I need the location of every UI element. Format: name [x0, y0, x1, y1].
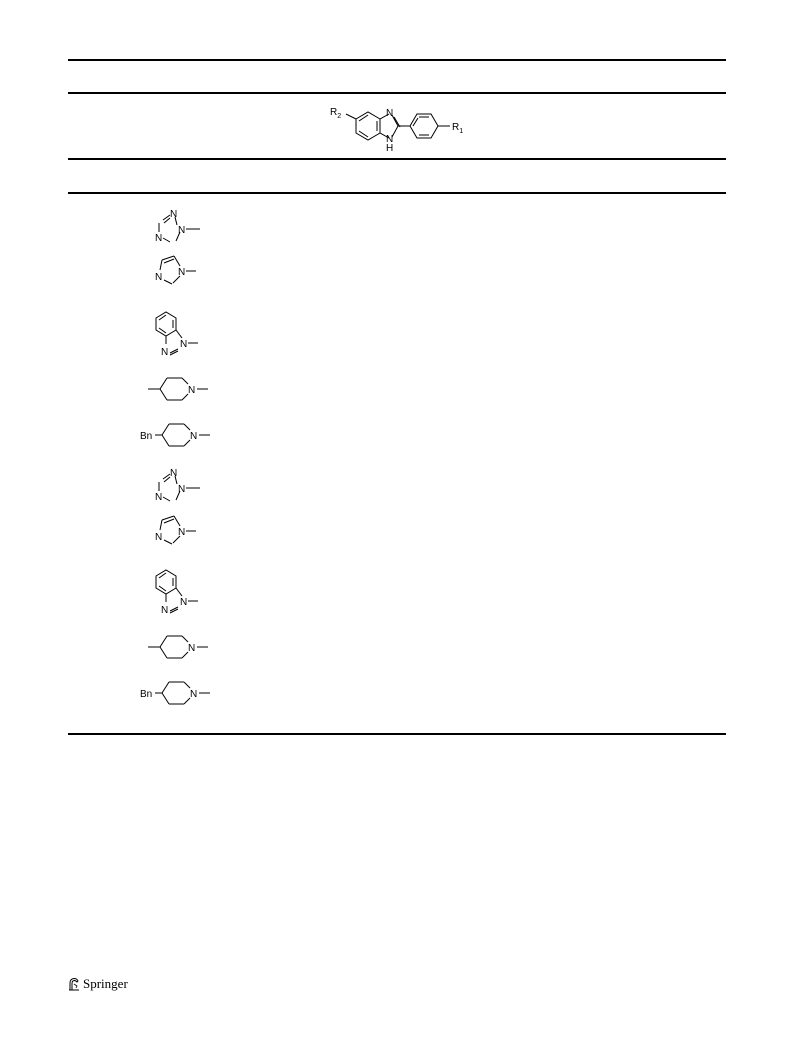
- atom-n: N: [155, 272, 162, 283]
- table-top-rule: [68, 59, 726, 61]
- atom-n: N: [180, 597, 187, 608]
- row-8-benzimidazole-structure: N N: [155, 569, 198, 616]
- page-footer: Springer: [68, 976, 128, 992]
- nh-h-label: H: [386, 143, 393, 154]
- row-10-benzylpiperidine-structure: Bn N: [140, 681, 210, 705]
- atom-n: N: [161, 605, 168, 616]
- table-header-rule: [68, 92, 726, 94]
- table-body-rule: [68, 192, 726, 194]
- row-2-imidazole-structure: N N: [155, 255, 196, 285]
- atom-n: N: [178, 484, 185, 495]
- atom-n: N: [178, 225, 185, 236]
- atom-n: N: [178, 527, 185, 538]
- row-4-methylpiperidine-structure: N: [148, 377, 208, 401]
- atom-n: N: [190, 689, 197, 700]
- atom-n: N: [161, 347, 168, 358]
- atom-n: N: [178, 267, 185, 278]
- n3-label: N: [386, 108, 393, 119]
- atom-n: N: [188, 643, 195, 654]
- row-9-methylpiperidine-structure: N: [148, 635, 208, 659]
- row-5-benzylpiperidine-structure: Bn N: [140, 423, 210, 447]
- atom-n: N: [155, 532, 162, 543]
- atom-n: N: [170, 468, 177, 479]
- atom-n: N: [190, 431, 197, 442]
- benzimidazole-scaffold: R2 N N H R1: [330, 107, 463, 154]
- table-bottom-rule: [68, 733, 726, 735]
- row-7-imidazole-structure: N N: [155, 515, 196, 545]
- nh-n-label: N: [386, 134, 393, 145]
- row-1-triazole-structure: N N N: [155, 209, 200, 244]
- atom-n: N: [155, 492, 162, 503]
- atom-n: N: [155, 233, 162, 244]
- row-6-triazole-structure: N N N: [155, 468, 200, 503]
- springer-horse-icon: [69, 977, 79, 991]
- r1-label: R1: [452, 122, 463, 135]
- benzyl-label: Bn: [140, 689, 152, 700]
- table-scaffold-rule: [68, 158, 726, 160]
- r2-label: R2: [330, 107, 341, 120]
- row-3-benzimidazole-structure: N N: [155, 311, 198, 358]
- publisher-name: Springer: [83, 976, 128, 991]
- atom-n: N: [180, 339, 187, 350]
- benzyl-label: Bn: [140, 431, 152, 442]
- atom-n: N: [188, 385, 195, 396]
- atom-n: N: [170, 209, 177, 220]
